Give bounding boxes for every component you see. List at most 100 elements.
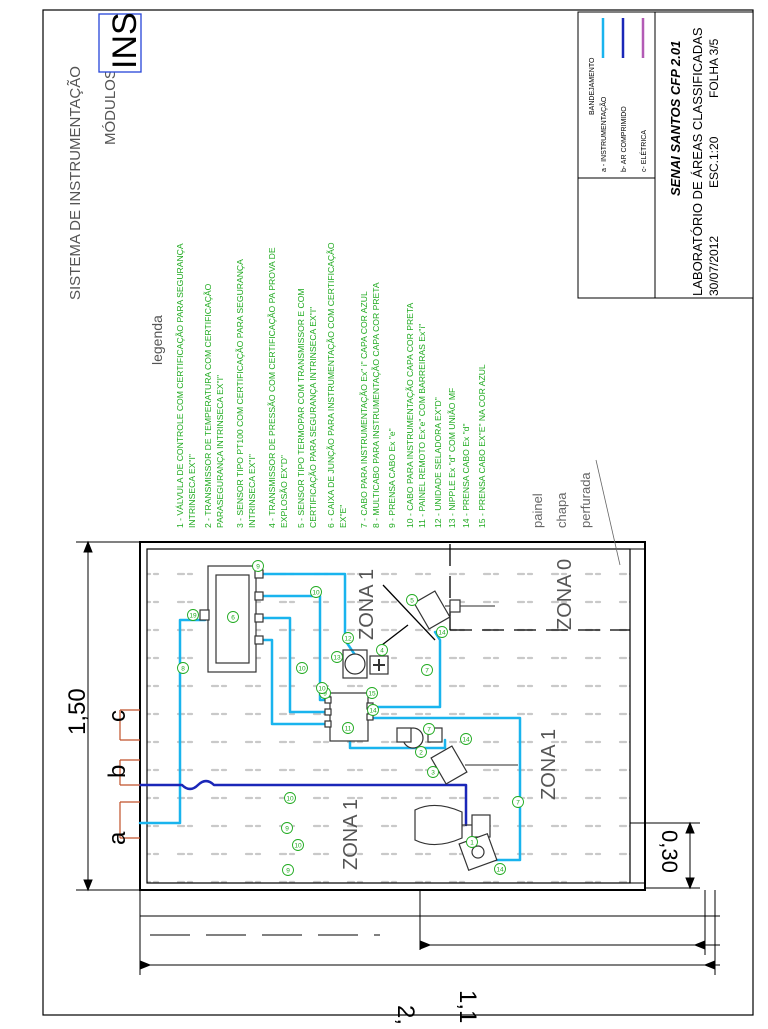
- callout-14: 14: [494, 863, 506, 875]
- cable-to-transmitter-2: [348, 736, 447, 750]
- svg-text:chapa: chapa: [554, 492, 569, 528]
- svg-text:painel: painel: [530, 493, 545, 528]
- callout-10: 10: [284, 792, 296, 804]
- sheet-number: FOLHA 3/5: [707, 38, 721, 98]
- svg-text:7: 7: [425, 668, 429, 675]
- svg-text:9: 9: [256, 564, 260, 571]
- callout-2: 2: [415, 746, 427, 758]
- legend-line: 14 - PRENSA CABO Ex "d": [461, 424, 471, 529]
- dimension-mid: 1,15: [454, 990, 481, 1024]
- callout-14: 14: [460, 733, 472, 745]
- junction-box-6: [199, 565, 264, 673]
- tray-markers: [119, 709, 140, 839]
- svg-text:12: 12: [344, 636, 352, 643]
- zone-label-1a: ZONA 1: [356, 569, 378, 640]
- legend-line: 12 - UNIDADE SELADORA EX"D": [433, 397, 443, 528]
- pressure-transmitter-4: [342, 649, 389, 679]
- svg-text:14: 14: [462, 737, 470, 744]
- pt100-sensor-3: [430, 745, 518, 785]
- callout-10: 10: [310, 586, 322, 598]
- legend-line: 8 - MULTICABO PARA INSTRUMENTAÇÃO CAPA C…: [371, 282, 381, 528]
- svg-text:14: 14: [496, 867, 504, 874]
- svg-text:1: 1: [470, 840, 474, 847]
- dimension-lower: 0,30: [657, 830, 682, 873]
- sheet-border: [42, 9, 754, 1016]
- svg-text:6: 6: [231, 615, 235, 622]
- svg-text:8: 8: [181, 666, 185, 673]
- ins-code: INS: [106, 12, 144, 69]
- tray-label-c: c: [104, 710, 131, 722]
- callout-10: 10: [296, 662, 308, 674]
- legend-line: 4 - TRANSMISSOR DE PRESSÃO COM CERTIFICA…: [267, 247, 277, 528]
- line-legend-heading: BANDEJAMENTO: [589, 57, 596, 115]
- legend-line: 1 - VÁLVULA DE CONTROLE COM CERTIFICAÇÃO…: [175, 243, 185, 528]
- dimension-lines: [76, 540, 720, 975]
- drawing-scale: ESC.1:20: [707, 136, 721, 188]
- zone-boundaries: [381, 540, 630, 646]
- svg-text:9: 9: [323, 691, 327, 698]
- school-name: SENAI SANTOS CFP 2.01: [668, 41, 683, 196]
- zone-label-0: ZONA 0: [554, 559, 576, 630]
- svg-text:perfurada: perfurada: [578, 472, 593, 528]
- legend-line: 6 - CAIXA DE JUNÇÃO PARA INSTRUMENTAÇÃO …: [326, 242, 336, 528]
- svg-text:7: 7: [427, 727, 431, 734]
- legend-line: INTRINSECA EX"I": [247, 454, 257, 528]
- legend-line: 5 - SENSOR TIPO TERMOPAR COM TRANSMISSOR…: [296, 288, 306, 528]
- svg-text:9: 9: [286, 868, 290, 875]
- svg-text:10: 10: [286, 796, 294, 803]
- legend-line: 2 - TRANSMISSOR DE TEMPERATURA COM CERTI…: [203, 283, 213, 528]
- zone-label-1c: ZONA 1: [340, 799, 362, 870]
- callout-9: 9: [282, 864, 294, 876]
- legend-line: 15 - PRENSA CABO EX"E" NA COR AZUL: [477, 364, 487, 528]
- zone-label-1b: ZONA 1: [538, 729, 560, 800]
- title-block: BANDEJAMENTO a - INSTRUMENTAÇÃO b- AR CO…: [577, 11, 754, 299]
- callout-6: 6: [227, 611, 239, 623]
- svg-text:10: 10: [298, 666, 306, 673]
- svg-text:11: 11: [345, 726, 352, 733]
- svg-text:10: 10: [312, 590, 320, 597]
- drawing-date: 30/07/2012: [707, 236, 721, 296]
- legend-line: PARASEGURANÇA INTRINSECA EX"I": [215, 375, 225, 528]
- panel-note: painel chapa perfurada: [530, 459, 621, 566]
- callout-4: 4: [376, 644, 388, 656]
- legend-line: INTRINSECA EX"I": [187, 454, 197, 528]
- svg-text:2: 2: [419, 750, 423, 757]
- callout-14: 14: [367, 704, 379, 716]
- callout-9: 9: [281, 822, 293, 834]
- dimension-total: 2,30: [392, 1005, 419, 1024]
- svg-text:10: 10: [294, 843, 302, 850]
- compressed-air-line: [138, 779, 468, 827]
- legend-line: EXPLOSÃO EX"D": [279, 455, 289, 528]
- tray-label-b: b: [104, 765, 131, 778]
- lab-name: LABORATÓRIO DE ÁREAS CLASSIFICADAS: [690, 27, 705, 296]
- cable-to-valve-1: [363, 716, 522, 862]
- legend-list: 1 - VÁLVULA DE CONTROLE COM CERTIFICAÇÃO…: [175, 242, 487, 528]
- callout-11: 11: [342, 722, 354, 734]
- svg-text:7: 7: [516, 800, 520, 807]
- legend-line: 3 - SENSOR TIPO PT100 COM CERTIFICAÇÃO P…: [235, 259, 245, 528]
- legend-line: 11 - PAINEL REMOTO Ex"e" COM BARREIRAS E…: [417, 324, 427, 528]
- svg-text:14: 14: [369, 708, 377, 715]
- callout-9: 9: [252, 560, 264, 572]
- cable-to-transmitter-4: [253, 572, 357, 657]
- callout-3: 3: [427, 766, 439, 778]
- callout-12: 12: [342, 632, 354, 644]
- svg-text:14: 14: [438, 630, 446, 637]
- line-legend-b: b- AR COMPRIMIDO: [621, 106, 628, 172]
- cable-to-thermocouple-5: [363, 630, 442, 709]
- svg-text:13: 13: [333, 655, 341, 662]
- ins-code-box: INS: [98, 12, 144, 73]
- line-legend-a: a - INSTRUMENTAÇÃO: [599, 96, 608, 172]
- line-legend-c: c- ELÉTRICA: [639, 130, 648, 172]
- callout-7: 7: [423, 723, 435, 735]
- callout-8: 8: [177, 662, 189, 674]
- svg-text:10: 10: [318, 686, 326, 693]
- thermocouple-5: [413, 590, 495, 630]
- svg-text:9: 9: [285, 826, 289, 833]
- legend-line: 10 - CABO PARA INSTRUMENTAÇÃO CAPA COR P…: [405, 303, 415, 528]
- cable-to-junction-b: [253, 616, 337, 714]
- callout-7: 7: [512, 796, 524, 808]
